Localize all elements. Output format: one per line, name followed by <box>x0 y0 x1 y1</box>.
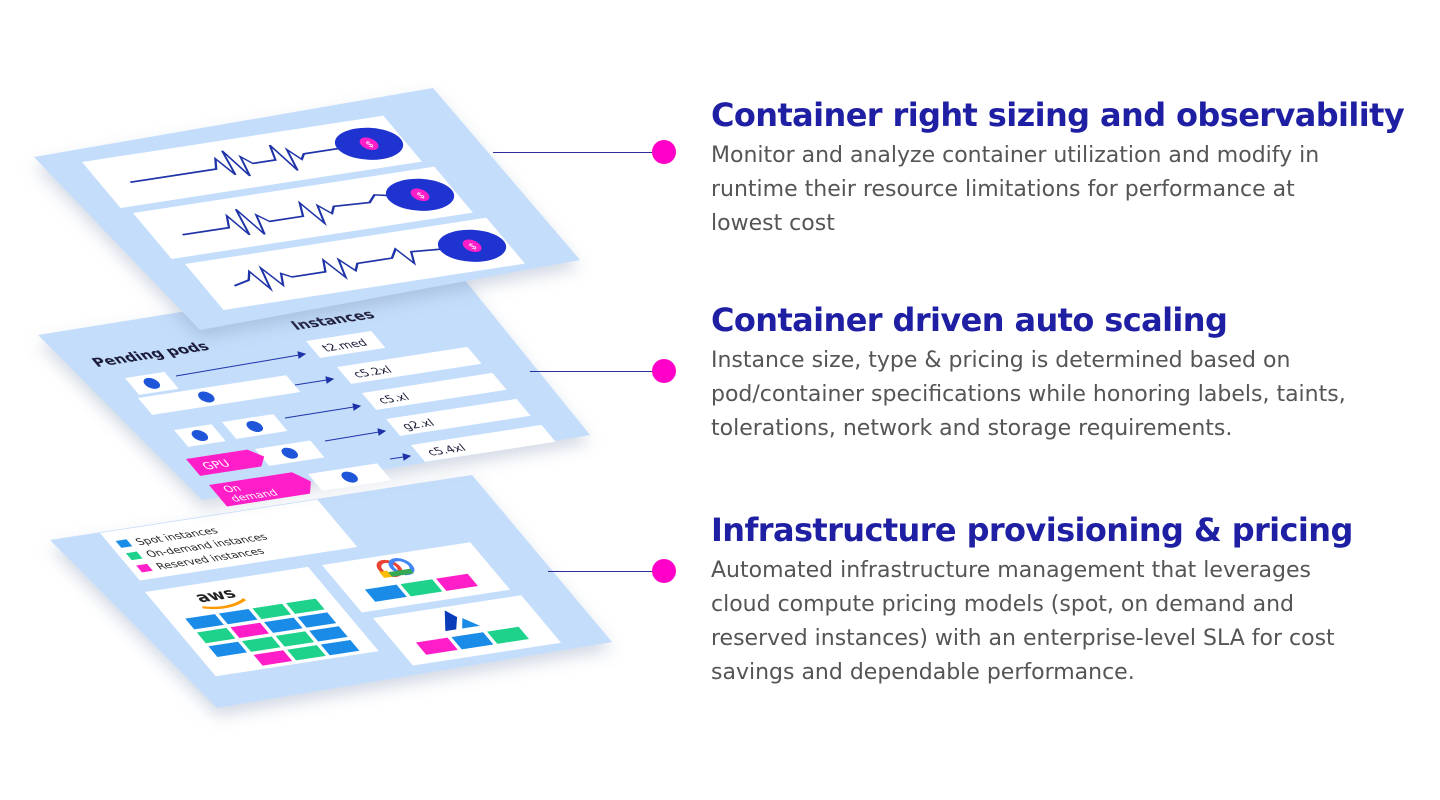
instance-c54xl: c5.4xl <box>424 442 469 458</box>
feature-infrastructure: Infrastructure provisioning & pricing Au… <box>711 510 1411 690</box>
connector-dot-2 <box>652 359 676 383</box>
spot-legend-swatch <box>115 539 133 548</box>
feature-description: Monitor and analyze container utilizatio… <box>711 143 1320 236</box>
gpu-tag <box>186 449 265 476</box>
kubernetes-icon <box>143 377 161 389</box>
feature-title: Infrastructure provisioning & pricing <box>711 511 1353 549</box>
layered-platform-illustration: Spot instances On-demand instances Reser… <box>34 88 612 708</box>
alert-dollar: $ <box>467 242 480 251</box>
connector-line-2 <box>530 371 663 372</box>
kubernetes-icon <box>281 447 298 459</box>
ondemand-legend-swatch <box>125 551 143 561</box>
instance-c52xl: c5.2xl <box>350 364 395 380</box>
connector-line-1 <box>493 152 663 153</box>
infrastructure-layer: Spot instances On-demand instances Reser… <box>50 475 612 708</box>
instance-g2xl: g2.xl <box>399 417 437 432</box>
feature-description: Automated infrastructure management that… <box>711 558 1335 685</box>
feature-title: Container driven auto scaling <box>711 301 1228 339</box>
kubernetes-icon <box>198 391 215 403</box>
alert-dollar: $ <box>364 140 377 149</box>
kubernetes-icon <box>191 430 209 442</box>
on-demand-tag-line1: On <box>220 483 244 495</box>
feature-description: Instance size, type & pricing is determi… <box>711 348 1346 441</box>
feature-title: Container right sizing and observability <box>711 96 1405 134</box>
auto-scaling-layer: Pending pods Instances <box>38 268 590 507</box>
gpu-tag-label: GPU <box>199 457 233 472</box>
scaling-arrows <box>175 351 412 461</box>
kubernetes-icon <box>246 421 264 432</box>
aws-logo: aws <box>191 585 241 606</box>
feature-rightsizing: Container right sizing and observability… <box>711 95 1411 241</box>
instance-c5xl: c5.xl <box>375 391 412 406</box>
metric-row-1: $ <box>82 115 422 208</box>
azure-icon <box>444 610 480 632</box>
observability-layer: $ $ $ <box>34 88 580 330</box>
aws-smile-icon <box>202 598 247 610</box>
on-demand-tag <box>209 472 311 507</box>
metric-row-3: $ <box>185 217 525 310</box>
metric-row-2: $ <box>133 166 473 259</box>
kubernetes-icon <box>341 471 358 483</box>
alert-dollar: $ <box>415 191 428 200</box>
google-cloud-icon <box>376 558 415 578</box>
connector-dot-3 <box>652 559 676 583</box>
feature-autoscaling: Container driven auto scaling Instance s… <box>711 300 1411 446</box>
connector-dot-1 <box>652 140 676 164</box>
connector-line-3 <box>548 571 663 572</box>
reserved-legend-swatch <box>136 563 153 573</box>
